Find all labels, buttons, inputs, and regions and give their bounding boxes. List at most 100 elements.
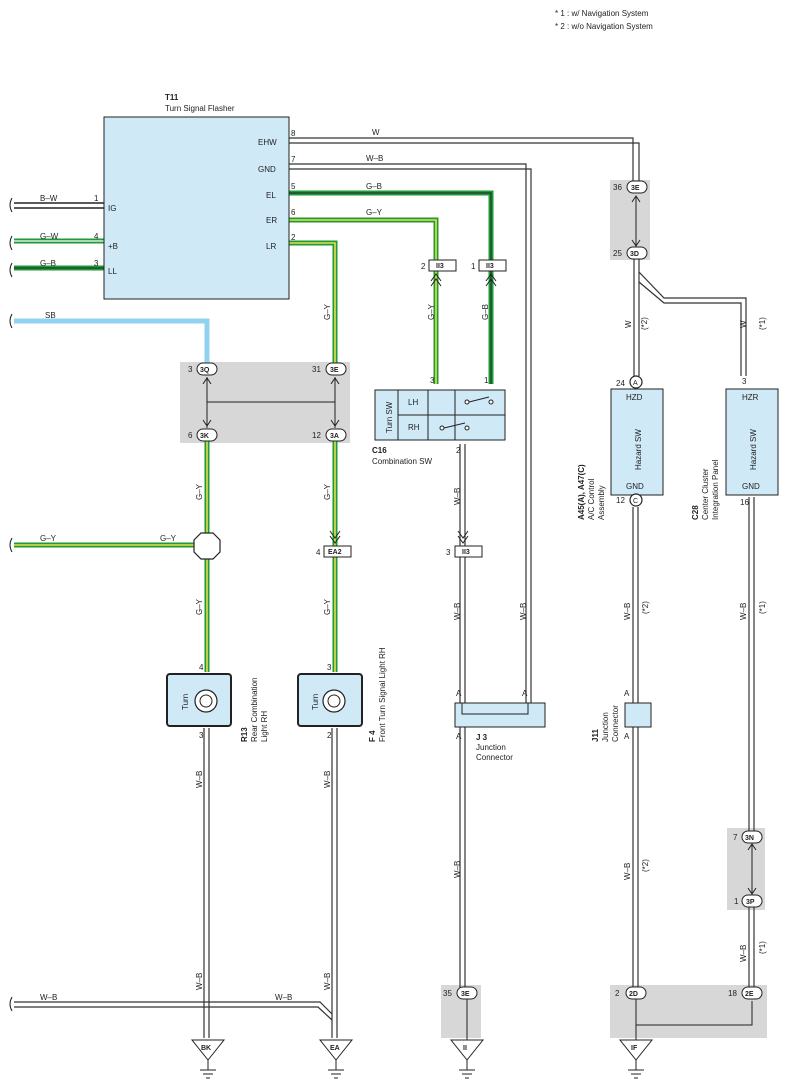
svg-text:G–B: G–B bbox=[40, 259, 56, 268]
c28-name1: Center Cluster bbox=[701, 468, 710, 520]
svg-text:W–B: W–B bbox=[739, 603, 748, 620]
a45-gnd: GND bbox=[626, 482, 644, 491]
c16-pin-3: 3 bbox=[430, 376, 435, 385]
svg-text:W–B: W–B bbox=[195, 973, 204, 990]
svg-text:36: 36 bbox=[613, 183, 622, 192]
rear-combination-light: Turn 4 3 R13 Rear Combination Light RH bbox=[166, 663, 269, 742]
r13-bulb-label: Turn bbox=[181, 694, 190, 710]
connector-block-3e-3d bbox=[610, 180, 650, 260]
svg-text:(*2): (*2) bbox=[641, 601, 650, 614]
c28-pin-16: 16 bbox=[740, 498, 749, 507]
c28-pin-3: 3 bbox=[742, 377, 747, 386]
svg-text:A: A bbox=[633, 380, 638, 387]
c16-rh: RH bbox=[408, 423, 420, 432]
t11-pinno-7: 7 bbox=[291, 155, 296, 164]
splice-point bbox=[193, 532, 221, 560]
svg-text:G–B: G–B bbox=[366, 182, 382, 191]
wire-wb-r13-gnd bbox=[203, 728, 210, 1038]
svg-text:G–Y: G–Y bbox=[323, 483, 332, 500]
connector-3e-top: 3E 36 bbox=[613, 180, 648, 194]
t11-pin-lr: LR bbox=[266, 242, 276, 251]
svg-text:W–B: W–B bbox=[739, 945, 748, 962]
svg-text:G–B: G–B bbox=[481, 304, 490, 320]
svg-text:EA2: EA2 bbox=[328, 549, 342, 556]
note-1: * 1 : w/ Navigation System bbox=[555, 9, 649, 18]
svg-text:G–Y: G–Y bbox=[427, 303, 436, 320]
j11-pin-a-top: A bbox=[624, 689, 630, 698]
svg-text:3: 3 bbox=[188, 365, 193, 374]
t11-pin-ehw: EHW bbox=[258, 138, 277, 147]
t11-pinno-3: 3 bbox=[94, 259, 99, 268]
wire-gy-er bbox=[289, 217, 439, 384]
svg-text:3E: 3E bbox=[461, 991, 470, 998]
pin-circle-c: C bbox=[629, 493, 643, 507]
c16-switch-label: Turn SW bbox=[385, 401, 394, 433]
note-2: * 2 : w/o Navigation System bbox=[555, 22, 653, 31]
svg-text:3E: 3E bbox=[330, 367, 339, 374]
ground-ea: EA bbox=[318, 1039, 354, 1079]
connector-3n: 3N 7 bbox=[733, 830, 763, 844]
a45-code: A45(A), A47(C) bbox=[577, 464, 586, 520]
svg-text:3P: 3P bbox=[746, 899, 755, 906]
connector-3p: 3P 1 bbox=[734, 894, 763, 908]
svg-text:W–B: W–B bbox=[323, 973, 332, 990]
ground-if: IF bbox=[618, 999, 654, 1079]
ground-bk: BK bbox=[190, 1039, 226, 1079]
svg-text:35: 35 bbox=[443, 989, 452, 998]
svg-text:W–B: W–B bbox=[623, 603, 632, 620]
f4-bulb-label: Turn bbox=[311, 694, 320, 710]
a45-pin-12: 12 bbox=[616, 496, 625, 505]
junction-connector-j11: A A J11 Junction Connector bbox=[591, 689, 652, 742]
svg-text:(*1): (*1) bbox=[758, 941, 767, 954]
c28-hzr: HZR bbox=[742, 393, 759, 402]
svg-text:(*2): (*2) bbox=[640, 317, 649, 330]
j11-code: J11 bbox=[591, 729, 600, 742]
connector-3a: 3A 12 bbox=[312, 428, 347, 442]
svg-text:C: C bbox=[633, 498, 638, 505]
j3-pin-a-left-top: A bbox=[456, 689, 462, 698]
f4-pin-3: 3 bbox=[327, 663, 332, 672]
wire-wb-3p-2e bbox=[748, 906, 755, 988]
a45-name1: A/C Control bbox=[587, 478, 596, 520]
connector-ii3-c: II3 3 bbox=[446, 530, 483, 558]
svg-text:W: W bbox=[372, 128, 380, 137]
svg-text:II3: II3 bbox=[486, 263, 494, 270]
r13-pin-4: 4 bbox=[199, 663, 204, 672]
svg-text:II: II bbox=[463, 1045, 467, 1052]
t11-pinno-5: 5 bbox=[291, 182, 296, 191]
c16-pin-2: 2 bbox=[456, 446, 461, 455]
svg-text:(*2): (*2) bbox=[641, 859, 650, 872]
t11-pinno-1: 1 bbox=[94, 194, 99, 203]
svg-text:G–W: G–W bbox=[40, 232, 59, 241]
j3-pin-a-right-top: A bbox=[522, 689, 528, 698]
svg-text:W–B: W–B bbox=[453, 861, 462, 878]
svg-text:3N: 3N bbox=[745, 835, 754, 842]
svg-text:G–Y: G–Y bbox=[195, 598, 204, 615]
c16-name: Combination SW bbox=[372, 457, 432, 466]
svg-text:G–Y: G–Y bbox=[323, 303, 332, 320]
c28-switch-label: Hazard SW bbox=[749, 429, 758, 470]
t11-pin-er: ER bbox=[266, 216, 277, 225]
connector-3e-mid: 3E 31 bbox=[312, 362, 347, 376]
svg-text:3Q: 3Q bbox=[200, 367, 210, 374]
t11-pinno-6: 6 bbox=[291, 208, 296, 217]
svg-text:B–W: B–W bbox=[40, 194, 58, 203]
r13-code: R13 bbox=[240, 727, 249, 742]
svg-text:3: 3 bbox=[446, 548, 451, 557]
wire-wb-gnd bbox=[289, 163, 532, 704]
t11-pinno-2: 2 bbox=[291, 233, 296, 242]
r13-pin-3: 3 bbox=[199, 731, 204, 740]
t11-pin-ig: IG bbox=[108, 204, 116, 213]
turn-signal-flasher: T11 Turn Signal Flasher IG +B LL EHW GND… bbox=[94, 93, 296, 300]
wire-wb-c28-gnd bbox=[748, 497, 755, 832]
f4-code: F 4 bbox=[368, 730, 377, 742]
t11-pin-b: +B bbox=[108, 242, 118, 251]
c16-pin-1: 1 bbox=[484, 376, 489, 385]
j3-name1: Junction bbox=[476, 743, 506, 752]
c28-code: C28 bbox=[691, 505, 700, 520]
svg-text:2E: 2E bbox=[745, 991, 754, 998]
wire-wb-a45-gnd bbox=[632, 507, 639, 988]
svg-text:31: 31 bbox=[312, 365, 321, 374]
wire-w-3d-to-a45 bbox=[633, 258, 640, 376]
